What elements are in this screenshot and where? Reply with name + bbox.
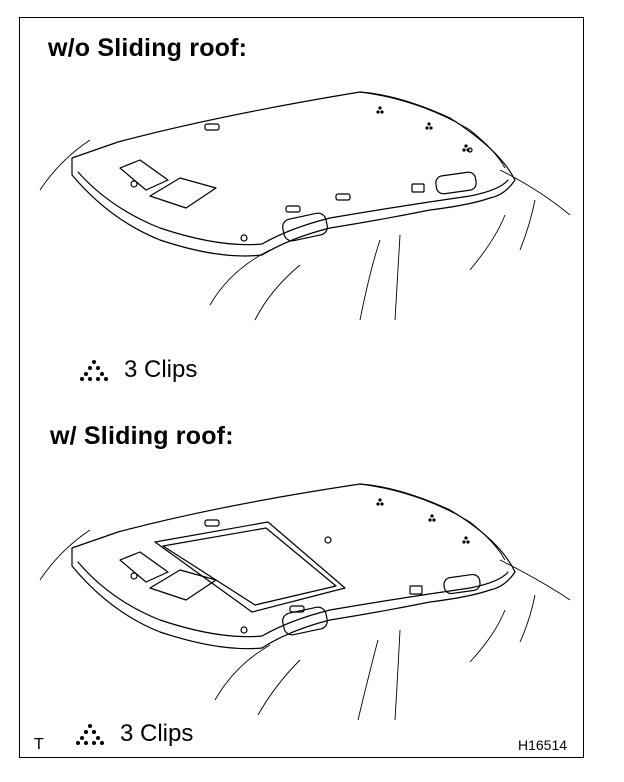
legend-bottom-text: 3 Clips xyxy=(120,720,194,747)
legend-top: 3 Clips xyxy=(78,356,197,384)
legend-bottom: 3 Clips xyxy=(74,720,193,748)
corner-mark: T xyxy=(34,736,44,753)
headliner-bottom-drawing xyxy=(39,483,571,721)
section-title-without-sliding-roof: w/o Sliding roof: xyxy=(48,34,248,62)
figure-id: H16514 xyxy=(518,737,568,753)
section-title-with-sliding-roof: w/ Sliding roof: xyxy=(50,422,234,450)
clip-triangle-icon xyxy=(80,360,108,381)
clip-triangle-icon xyxy=(76,724,104,745)
legend-top-text: 3 Clips xyxy=(124,356,198,383)
headliner-top-drawing xyxy=(39,91,571,321)
figure-frame xyxy=(19,17,584,758)
